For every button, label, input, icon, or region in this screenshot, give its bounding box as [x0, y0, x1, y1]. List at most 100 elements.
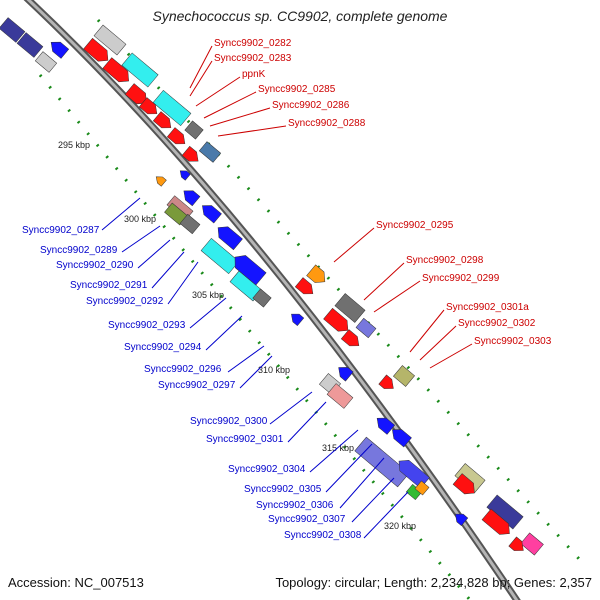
genome-title: Synechococcus sp. CC9902, complete genom…: [152, 8, 448, 24]
gene-label-reverse: Syncc9902_0304: [228, 464, 306, 475]
feature-orange: [414, 480, 430, 496]
gene-leader: [339, 457, 385, 509]
feature-steel: [198, 141, 222, 163]
gene-leader: [309, 429, 359, 473]
gene-leader: [227, 345, 265, 373]
feature-navy-shape: [16, 32, 44, 58]
feature-pink-shape: [326, 383, 354, 409]
gene-leader: [419, 325, 457, 361]
feature-red: [166, 127, 186, 145]
gene-label-reverse: Syncc9902_0297: [158, 380, 236, 391]
feature-blue: [50, 41, 70, 59]
gene-label-reverse: Syncc9902_0294: [124, 342, 202, 353]
feature-red: [138, 97, 158, 115]
feature-red: [323, 307, 349, 332]
feature-red-shape: [181, 145, 199, 162]
scale-label: 320 kbp: [384, 521, 416, 531]
gene-leader: [409, 309, 445, 353]
feature-red: [102, 57, 129, 83]
feature-olive-shape: [393, 365, 415, 387]
feature-olive: [393, 365, 415, 387]
feature-gray-shape: [34, 51, 58, 73]
feature-red-shape: [452, 473, 475, 495]
feature-orange-shape: [306, 264, 326, 283]
gene-leader: [151, 251, 185, 289]
feature-blue: [376, 417, 396, 435]
feature-blue-shape: [338, 367, 354, 382]
gene-leader: [137, 239, 171, 269]
gene-leader: [217, 125, 287, 137]
gene-leader: [363, 491, 409, 539]
feature-red: [83, 37, 109, 62]
feature-blue-shape: [291, 313, 305, 327]
feature-gray-shape: [179, 213, 201, 235]
feature-purple-shape: [354, 436, 410, 488]
feature-blue: [202, 205, 222, 224]
feature-gray: [93, 24, 127, 56]
gene-label-reverse: Syncc9902_0290: [56, 260, 134, 271]
feature-steel-shape: [198, 141, 222, 163]
scale-label: 310 kbp: [258, 365, 290, 375]
feature-gray-shape: [93, 24, 127, 56]
scale-label: 305 kbp: [192, 290, 224, 300]
gene-label-reverse: Syncc9902_0307: [268, 514, 346, 525]
feature-red: [124, 83, 147, 105]
gene-label-reverse: Syncc9902_0296: [144, 364, 222, 375]
gene-label-forward: ppnK: [242, 69, 266, 80]
gene-leader: [239, 355, 273, 389]
feature-blue: [392, 429, 412, 448]
gene-label-forward: Syncc9902_0298: [406, 255, 484, 266]
feature-red-shape: [294, 277, 314, 295]
feature-red: [508, 536, 524, 551]
gene-leader: [101, 197, 141, 231]
feature-orange: [155, 176, 167, 187]
feature-purple: [354, 436, 410, 488]
gene-leader: [167, 261, 199, 305]
feature-blue: [291, 313, 305, 327]
feature-cyan: [152, 89, 192, 127]
feature-gray: [179, 213, 201, 235]
feature-cyan: [200, 237, 240, 275]
gene-label-forward: Syncc9902_0303: [474, 336, 552, 347]
feature-red: [452, 473, 475, 495]
gene-label-forward: Syncc9902_0299: [422, 273, 500, 284]
feature-blue: [217, 226, 243, 251]
feature-red-shape: [323, 307, 349, 332]
gene-label-forward: Syncc9902_0283: [214, 53, 292, 64]
gene-label-reverse: Syncc9902_0287: [22, 225, 100, 236]
gene-label-reverse: Syncc9902_0291: [70, 280, 148, 291]
feature-purple-shape: [355, 317, 377, 339]
feature-cyan: [121, 52, 159, 88]
feature-blue-shape: [183, 190, 201, 207]
gene-leader: [287, 401, 327, 443]
feature-blue: [338, 367, 354, 382]
feature-red-shape: [138, 97, 158, 115]
backbone-group: [23, 0, 521, 600]
accession-text: Accession: NC_007513: [8, 575, 144, 590]
feature-red: [340, 329, 360, 347]
feature-blue: [179, 170, 191, 181]
feature-red-shape: [152, 111, 172, 129]
gene-leader: [363, 262, 405, 301]
feature-blue-shape: [50, 41, 70, 59]
feature-red-shape: [83, 37, 109, 62]
feature-gray-shape: [184, 120, 204, 140]
feature-orange-shape: [414, 480, 430, 496]
feature-blue: [183, 190, 201, 207]
gene-leader: [269, 391, 313, 425]
feature-red: [152, 111, 172, 129]
gene-label-reverse: Syncc9902_0306: [256, 500, 334, 511]
gene-leader: [325, 443, 373, 493]
feature-red: [378, 374, 394, 389]
feature-cyan-shape: [121, 52, 159, 88]
feature-orange: [306, 264, 326, 283]
feature-magenta-shape: [520, 532, 544, 556]
gene-label-reverse: Syncc9902_0300: [190, 416, 268, 427]
gene-leader: [333, 227, 375, 263]
feature-red-shape: [340, 329, 360, 347]
feature-gray: [334, 293, 366, 323]
feature-gray: [34, 51, 58, 73]
feature-blue-shape: [392, 429, 412, 448]
gene-leader: [429, 343, 473, 369]
gene-label-reverse: Syncc9902_0293: [108, 320, 186, 331]
